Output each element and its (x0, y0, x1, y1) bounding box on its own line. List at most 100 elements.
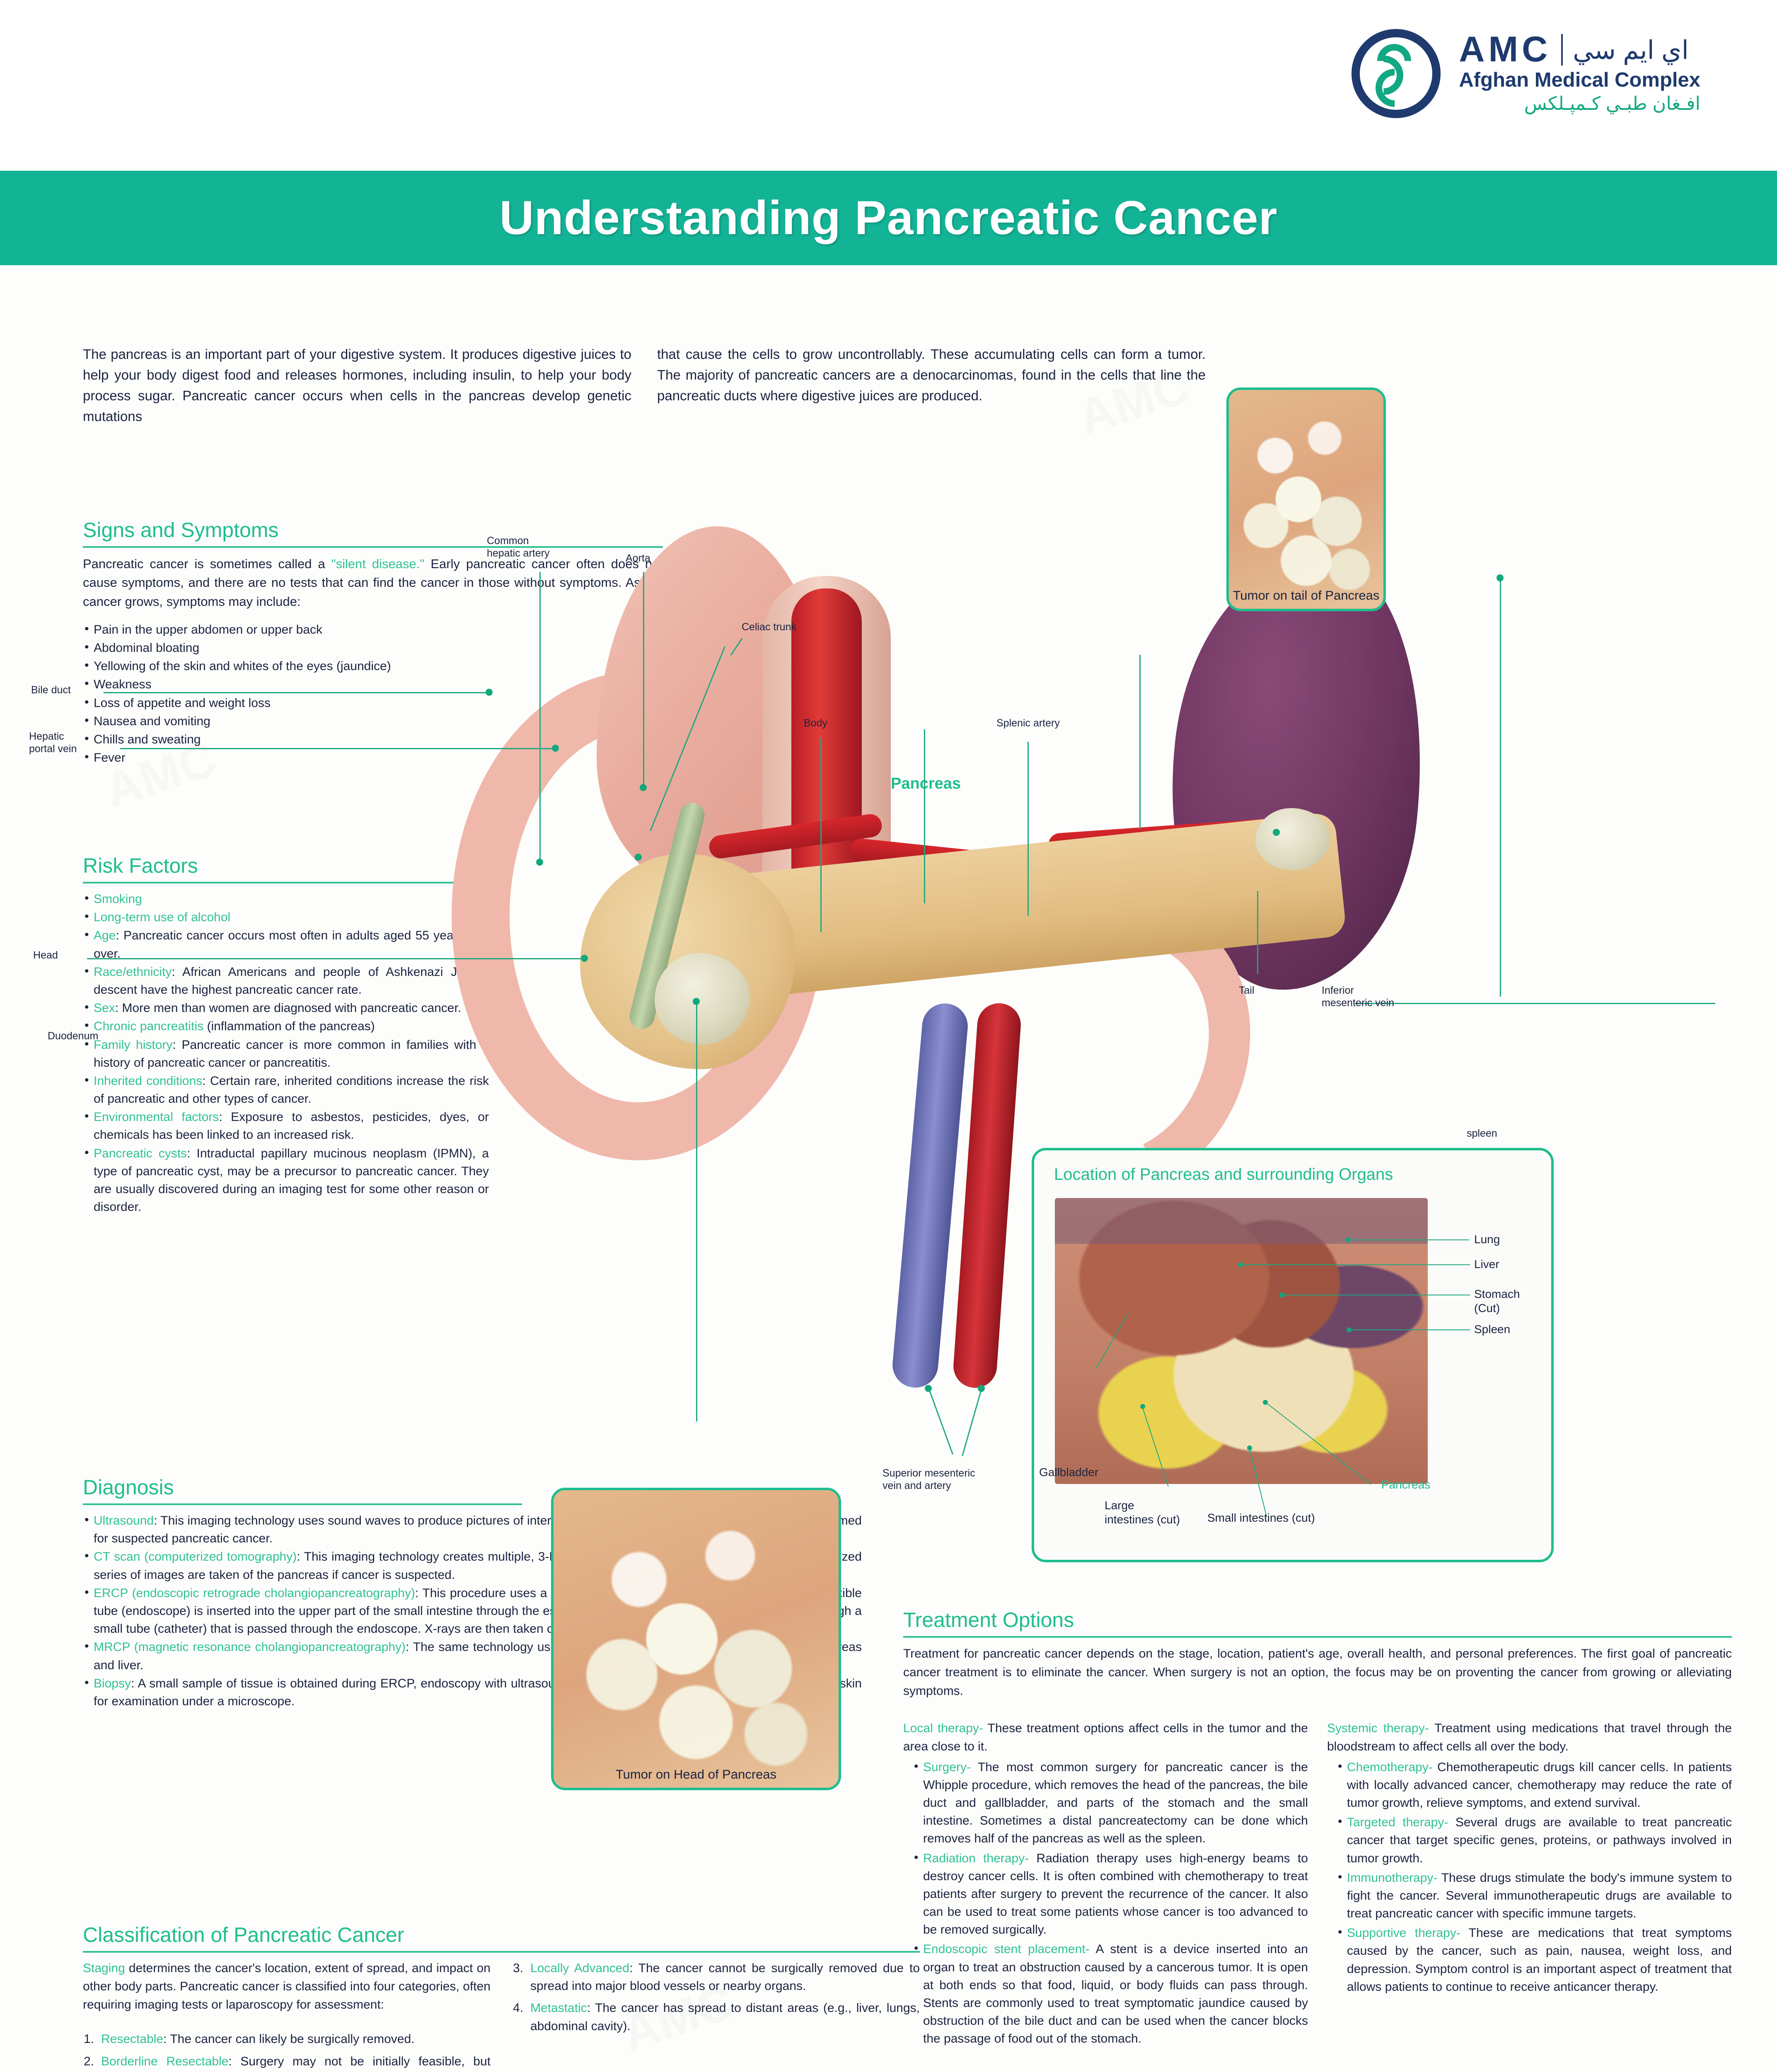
treatment-systemic-column: Systemic therapy- Treatment using medica… (1327, 1719, 1732, 2050)
dot-aorta (640, 784, 647, 791)
classification-item-text: : Surgery may not be initially feasible,… (228, 2054, 491, 2068)
dot-lung (1346, 1237, 1351, 1242)
treatment-local-column: Local therapy- These treatment options a… (903, 1719, 1308, 2050)
risk-item-term: Smoking (94, 892, 142, 906)
local-therapy-item-text: Radiation therapy uses high-energy beams… (923, 1851, 1308, 1937)
diagnosis-item-term: Biopsy (94, 1676, 131, 1690)
section-heading-classification: Classification of Pancreatic Cancer (83, 1923, 920, 1953)
dot-head (581, 955, 588, 962)
label-tail: Tail (1239, 985, 1255, 996)
label-hepatic-portal-vein: Hepatic portal vein (29, 731, 77, 755)
systemic-therapy-item: Chemotherapy- Chemotherapeutic drugs kil… (1337, 1757, 1732, 1812)
label-stomach-cut: Stomach (Cut) (1474, 1288, 1520, 1315)
classification-item-term: Metastatic (530, 2001, 587, 2015)
symptoms-lead-b: Early pancreatic cancer often does not c… (83, 557, 663, 609)
pancreas-anatomy-illustration: Pancreas Common hepatic artery Aorta (29, 526, 1777, 1629)
logo-acronym-arabic: اي ايم سي (1573, 36, 1689, 65)
dot-celiac-trunk (635, 854, 642, 861)
label-body: Body (804, 717, 827, 729)
risk-item-text: : Pancreatic cancer is more common in fa… (94, 1038, 489, 1070)
symptom-item: Chills and sweating (83, 730, 663, 748)
photo-tumor-tail-image (1229, 390, 1383, 609)
systemic-therapy-item-term: Supportive therapy- (1347, 1926, 1460, 1940)
systemic-therapy-item: Supportive therapy- These are medication… (1337, 1923, 1732, 1996)
systemic-therapy-item-term: Chemotherapy- (1347, 1760, 1433, 1774)
classification-list-right: Locally Advanced: The cancer cannot be s… (512, 1959, 920, 2035)
dot-small-intestines (1247, 1445, 1252, 1450)
symptom-item: Weakness (83, 675, 663, 693)
classification-item-text: : The cancer can likely be surgically re… (163, 2032, 415, 2046)
classification-intro-term: Staging (83, 1961, 125, 1975)
local-therapy-item-text: The most common surgery for pancreatic c… (923, 1760, 1308, 1846)
local-therapy-item-term: Surgery- (923, 1760, 971, 1774)
dot-spleen-inset (1347, 1327, 1351, 1332)
photo-tumor-tail-caption: Tumor on tail of Pancreas (1233, 588, 1380, 603)
classification-item-term: Borderline Resectable (101, 2054, 229, 2068)
classification-item-term: Resectable (101, 2032, 164, 2046)
dot-common-hepatic-artery (536, 859, 543, 866)
amc-logo: AMC اي ايم سي Afghan Medical Complex افـ… (1351, 29, 1700, 118)
classification-item: Resectable: The cancer can likely be sur… (83, 2030, 491, 2048)
dot-liver (1238, 1262, 1243, 1267)
section-heading-risk: Risk Factors (83, 854, 489, 884)
diagnosis-item-term: CT scan (computerized tomography) (94, 1550, 297, 1564)
risk-item-term: Pancreatic cysts (94, 1146, 187, 1160)
leader-body (820, 738, 822, 932)
leader-smv (928, 1388, 954, 1455)
symptom-item: Nausea and vomiting (83, 712, 663, 730)
leader-tumor-tail (1139, 655, 1141, 829)
dot-sma (978, 1385, 985, 1392)
systemic-therapy-item-text: These drugs stimulate the body's immune … (1347, 1871, 1732, 1921)
dot-stomach (1279, 1293, 1284, 1297)
risk-item-term: Environmental factors (94, 1110, 219, 1124)
label-bile-duct: Bile duct (31, 684, 71, 696)
systemic-therapy-item-text: Chemotherapeutic drugs kill cancer cells… (1347, 1760, 1732, 1810)
label-pancreas-inset: Pancreas (1381, 1478, 1431, 1491)
tumor-tail-shape (1255, 808, 1330, 870)
leader-sma (962, 1388, 982, 1456)
label-duodenum: Duodenum (48, 1030, 99, 1042)
label-superior-mesenteric: Superior mesenteric vein and artery (882, 1467, 975, 1491)
leader-pancreas (924, 729, 925, 903)
risk-item-text: : More men than women are diagnosed with… (115, 1001, 462, 1015)
local-therapy-item-term: Endoscopic stent placement- (923, 1942, 1090, 1956)
location-inset-image (1055, 1198, 1428, 1484)
leader-bile-duct (104, 692, 489, 693)
label-liver: Liver (1474, 1258, 1499, 1271)
risk-item-text: (inflammation of the pancreas) (203, 1019, 375, 1034)
leader-hepatic-portal-vein (120, 748, 555, 749)
dot-pancreas-inset (1263, 1400, 1268, 1405)
risk-item-term: Family history (94, 1038, 173, 1052)
risk-item: Long-term use of alcohol (83, 908, 489, 926)
risk-item-text: : African Americans and people of Ashken… (94, 965, 489, 997)
risk-item-text: : Pancreatic cancer occurs most often in… (94, 929, 489, 961)
risk-item-term: Race/ethnicity (94, 965, 172, 979)
local-therapy-head: Local therapy- These treatment options a… (903, 1719, 1308, 1756)
leader-liver (1241, 1264, 1470, 1265)
risk-item-text: : Certain rare, inherited conditions inc… (94, 1074, 489, 1106)
classification-item: Metastatic: The cancer has spread to dis… (512, 1999, 920, 2035)
label-lung: Lung (1474, 1233, 1500, 1246)
dot-tumor-head (693, 998, 700, 1005)
classification-item-term: Locally Advanced (530, 1961, 630, 1975)
page-header: AMC اي ايم سي Afghan Medical Complex افـ… (0, 0, 1777, 166)
risk-item: Age: Pancreatic cancer occurs most often… (83, 926, 489, 962)
tumor-head-shape (655, 953, 750, 1044)
local-therapy-text: These treatment options affect cells in … (903, 1721, 1308, 1753)
classification-item-text: : The cancer has spread to distant areas… (530, 2001, 920, 2033)
systemic-therapy-term: Systemic therapy- (1327, 1721, 1429, 1735)
logo-divider (1561, 34, 1563, 65)
logo-name-en: Afghan Medical Complex (1459, 68, 1700, 91)
systemic-therapy-text: Treatment using medications that travel … (1327, 1721, 1732, 1753)
risk-item: Pancreatic cysts: Intraductal papillary … (83, 1144, 489, 1216)
photo-tumor-head-caption: Tumor on Head of Pancreas (615, 1767, 777, 1782)
local-therapy-term: Local therapy- (903, 1721, 983, 1735)
systemic-therapy-item: Immunotherapy- These drugs stimulate the… (1337, 1868, 1732, 1923)
dot-smv (925, 1385, 932, 1392)
risk-item: Sex: More men than women are diagnosed w… (83, 998, 489, 1017)
local-therapy-item: Radiation therapy- Radiation therapy use… (913, 1849, 1308, 1939)
risk-item: Race/ethnicity: African Americans and pe… (83, 962, 489, 999)
classification-list-left: Resectable: The cancer can likely be sur… (83, 2030, 491, 2072)
risk-item-term: Chronic pancreatitis (94, 1019, 204, 1034)
leader-inferior-mesenteric-vein (1355, 1003, 1715, 1004)
